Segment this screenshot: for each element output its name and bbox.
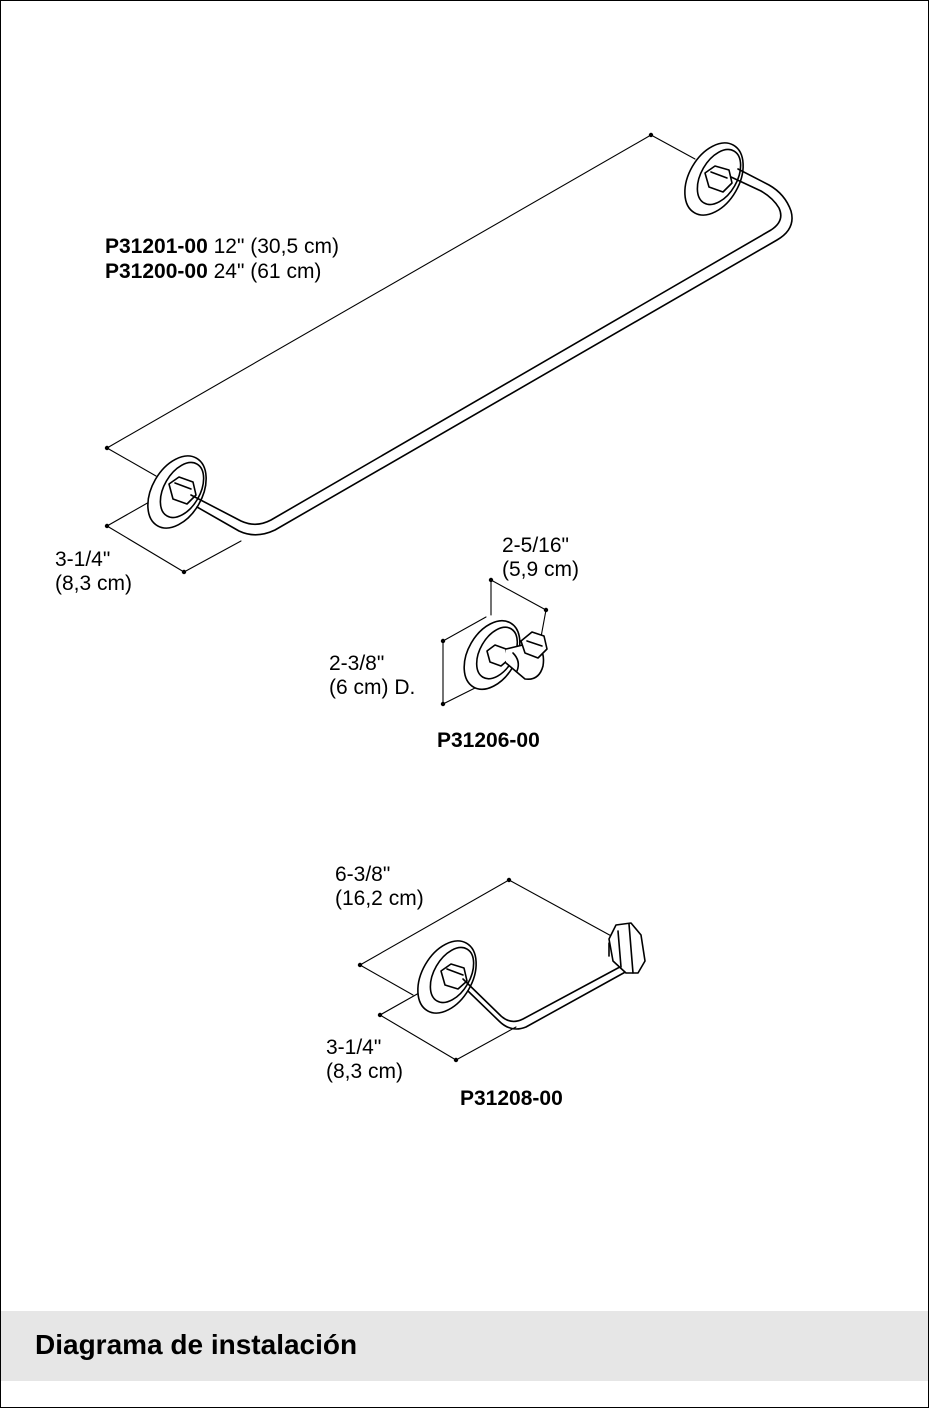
paper-holder-flange <box>417 940 477 1014</box>
robe-hook-projection-dimension <box>488 577 549 638</box>
paper-holder-projection-cm: (8,3 cm) <box>326 1060 404 1083</box>
robe-hook-drawing <box>440 577 549 707</box>
towel-bar-model-1-code: P31201-00 <box>105 235 208 258</box>
footer-band <box>1 1311 928 1381</box>
footer-title: Diagrama de instalación <box>35 1329 358 1360</box>
towel-bar-model-2-size: 24" (61 cm) <box>213 260 322 283</box>
robe-hook-projection-label: 2-5/16" (5,9 cm) <box>502 534 579 582</box>
robe-hook-model-code: P31206-00 <box>437 729 540 752</box>
robe-hook-body <box>505 631 548 681</box>
paper-holder-width-dimension <box>357 877 616 996</box>
towel-bar-left-flange <box>147 455 207 529</box>
towel-bar-model-2: P31200-00 24" (61 cm) <box>105 260 321 284</box>
towel-bar-projection-label: 3-1/4" (8,3 cm) <box>55 548 132 596</box>
paper-holder-width-label: 6-3/8" (16,2 cm) <box>335 863 424 911</box>
paper-holder-model-code: P31208-00 <box>460 1087 563 1110</box>
towel-bar-length-dimension <box>104 132 696 477</box>
robe-hook-projection-cm: (5,9 cm) <box>502 558 580 581</box>
robe-hook-diameter-cm: (6 cm) D. <box>329 676 416 699</box>
paper-holder-drawing <box>357 877 646 1063</box>
paper-holder-projection-label: 3-1/4" (8,3 cm) <box>326 1036 403 1084</box>
towel-bar-drawing <box>104 132 793 575</box>
paper-holder-width-cm: (16,2 cm) <box>335 887 424 910</box>
towel-bar-model-1: P31201-00 12" (30,5 cm) <box>105 235 339 259</box>
robe-hook-diameter-inches: 2-3/8" <box>329 652 385 675</box>
towel-bar-projection-cm: (8,3 cm) <box>55 572 133 595</box>
paper-holder-width-inches: 6-3/8" <box>335 863 391 886</box>
towel-bar-projection-inches: 3-1/4" <box>55 548 111 571</box>
paper-holder-projection-dimension <box>377 992 517 1063</box>
robe-hook-diameter-label: 2-3/8" (6 cm) D. <box>329 652 415 700</box>
towel-bar-model-1-size: 12" (30,5 cm) <box>213 235 339 258</box>
paper-holder-projection-inches: 3-1/4" <box>326 1036 382 1059</box>
paper-holder-end-cap <box>608 922 646 974</box>
towel-bar-tube <box>190 168 793 536</box>
robe-hook-projection-inches: 2-5/16" <box>502 534 569 557</box>
towel-bar-model-2-code: P31200-00 <box>105 260 208 283</box>
paper-holder-arm <box>462 942 632 1030</box>
robe-hook-flange <box>463 619 521 691</box>
towel-bar-right-flange <box>684 142 744 216</box>
towel-bar-projection-dimension <box>104 500 242 575</box>
